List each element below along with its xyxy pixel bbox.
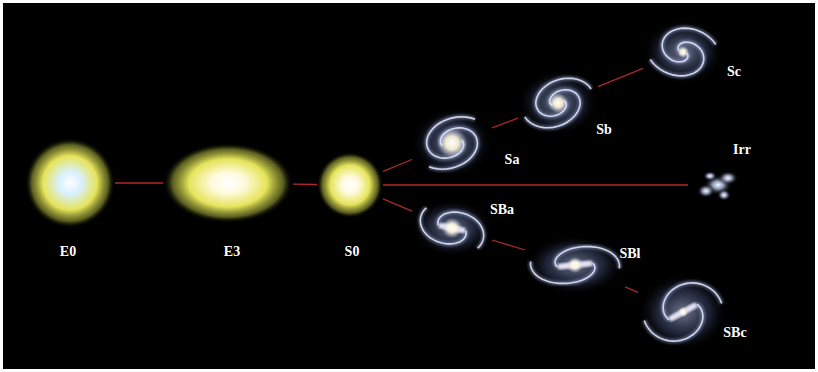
galaxy-image bbox=[643, 19, 723, 85]
galaxy-image bbox=[412, 108, 492, 178]
galaxy-node: Sa bbox=[412, 108, 492, 178]
galaxy-image bbox=[518, 70, 598, 136]
sequence-line bbox=[383, 184, 688, 185]
galaxy-image bbox=[317, 152, 383, 218]
sequence-line bbox=[598, 68, 643, 86]
galaxy-image bbox=[412, 199, 492, 257]
galaxy-node: E3 bbox=[163, 143, 293, 223]
galaxy-node: SBl bbox=[525, 235, 625, 295]
sequence-line bbox=[115, 182, 163, 183]
sequence-line bbox=[383, 199, 412, 211]
sequence-line bbox=[492, 118, 518, 128]
galaxy-node: Sc bbox=[643, 19, 723, 85]
galaxy-image bbox=[25, 138, 115, 228]
galaxy-node: SBa bbox=[412, 199, 492, 257]
galaxy-type-label: Sb bbox=[596, 123, 612, 137]
galaxy-type-label: SBl bbox=[619, 247, 640, 261]
galaxy-image bbox=[638, 273, 728, 351]
galaxy-node: E0 bbox=[25, 138, 115, 228]
galaxy-type-label: Sc bbox=[727, 65, 741, 79]
galaxy-image bbox=[688, 160, 748, 210]
galaxy-node: S0 bbox=[317, 152, 383, 218]
galaxy-type-label: Sa bbox=[505, 153, 520, 167]
galaxy-node: SBc bbox=[638, 273, 728, 351]
galaxy-type-label: E0 bbox=[60, 245, 76, 259]
galaxy-type-label: SBc bbox=[723, 326, 746, 340]
galaxy-node: Irr bbox=[688, 160, 748, 210]
galaxy-node: Sb bbox=[518, 70, 598, 136]
sequence-line bbox=[293, 183, 317, 185]
galaxy-type-label: S0 bbox=[345, 245, 360, 259]
galaxy-type-label: SBa bbox=[490, 203, 514, 217]
galaxy-type-label: Irr bbox=[733, 143, 751, 157]
galaxy-image bbox=[163, 143, 293, 223]
galaxy-type-label: E3 bbox=[224, 245, 240, 259]
galaxy-image bbox=[525, 235, 625, 295]
sequence-line bbox=[492, 240, 525, 250]
sequence-line bbox=[625, 287, 638, 293]
sequence-line bbox=[383, 160, 412, 172]
